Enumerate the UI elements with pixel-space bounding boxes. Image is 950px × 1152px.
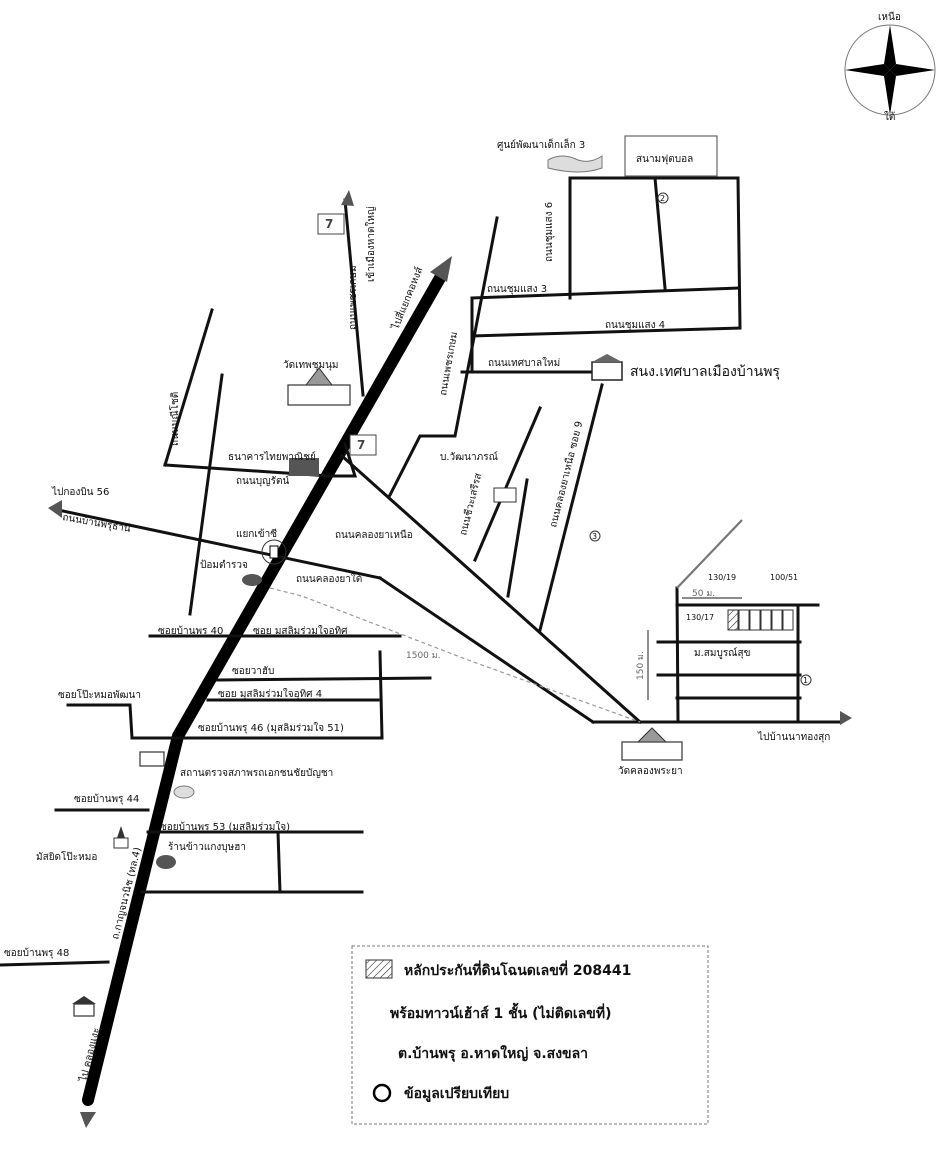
- legend: [351, 945, 709, 1125]
- plot-100-51-label: 100/51: [770, 573, 798, 582]
- police-box-label: ป้อมตำรวจ: [200, 559, 248, 571]
- road-network: [0, 176, 852, 967]
- wattanaphon-label: บ.วัฒนาภรณ์: [440, 451, 498, 463]
- chum-saeng-6-label: ถนนชุมแสง 6: [544, 202, 555, 262]
- legend-line-4: ข้อมูลเปรียบเทียบ: [404, 1086, 509, 1102]
- to-kong-bin-label: ไปกองบิน 56: [51, 486, 109, 498]
- temple-icon: [621, 727, 683, 761]
- comparable-marker: [800, 674, 812, 686]
- legend-line-2: พร้อมทาวน์เฮ้าส์ 1 ชั้น (ไม่ติดเลขที่): [390, 1002, 612, 1022]
- phet-kasem-2-label: ถนนเพชรเกษม: [348, 265, 359, 330]
- svg-text:7: 7: [325, 217, 333, 231]
- soi-ban-phru-40-label: ซอยบ้านพรุ 40: [158, 625, 223, 637]
- to-ban-na-thong-suk-label: ไปบ้านนาทองสุก: [757, 731, 830, 743]
- bank-icon: [289, 458, 319, 476]
- inspection-station-label: สถานตรวจสภาพรถเอกชนชัยบัญชา: [180, 768, 333, 779]
- temple-icon: [287, 367, 351, 406]
- factory-icon: [493, 487, 517, 503]
- khlong-ya-tai-label: ถนนคลองยาใต้: [296, 573, 362, 585]
- bank-label: ธนาคารไทยพาณิชย์: [228, 451, 316, 463]
- distance-50m-label: 50 ม.: [692, 589, 715, 599]
- arrow-north-icon: [430, 256, 452, 282]
- intersection-label: แยกเข้าซี: [236, 528, 277, 540]
- mosque-label: มัสยิดโป๊ะหมอ: [36, 850, 97, 863]
- chum-saeng-3-label: ถนนชุมแสง 3: [487, 284, 547, 295]
- child-center-icon: [547, 155, 603, 173]
- plot-130-19-label: 130/19: [708, 573, 736, 582]
- football-field-label: สนามฟุตบอล: [636, 154, 693, 165]
- phetkasem-road-label: ถนนเพชรเกษม: [438, 331, 460, 396]
- mosque-icon: [113, 826, 129, 849]
- ban-phru-thani-road-label: ถนนบ้านพรุธานี: [61, 511, 131, 535]
- plot-130-17-label: 130/17: [686, 613, 714, 622]
- inspection-station-icon: [139, 751, 165, 767]
- traffic-light-icon: [269, 545, 279, 559]
- marker-3-label: 3: [592, 532, 597, 541]
- soi-muslim-label: ซอย มุสลิมร่วมใจอุทิศ: [253, 625, 348, 637]
- soi-wa-yap-label: ซอยวาฮับ: [232, 666, 274, 677]
- thetsaban-mai-label: ถนนเทศบาลใหม่: [488, 357, 560, 369]
- svg-text:7: 7: [357, 438, 365, 452]
- legend-line-3: ต.บ้านพรุ อ.หาดใหญ่ จ.สงขลา: [398, 1044, 588, 1062]
- khlong-ya-nuea-label: ถนนคลองยาเหนือ: [335, 529, 413, 541]
- convenience-store-icon: 7: [349, 434, 377, 456]
- soi-ban-phru-48-label: ซอยบ้านพรุ 48: [4, 947, 69, 959]
- chum-saeng-4-label: ถนนชุมแสง 4: [605, 320, 665, 331]
- restaurant-icon: [156, 855, 176, 869]
- soi-po-mo-label: ซอยโป๊ะหมอพัฒนา: [58, 688, 141, 701]
- collateral-plots: [727, 609, 794, 631]
- arrow-south-icon: [80, 1112, 96, 1128]
- boonyarat-label: ถนนบุญรัตน์: [236, 475, 289, 487]
- intersection-marker: [261, 539, 287, 565]
- compass-icon: [844, 24, 936, 116]
- wat-khlong-phraya-label: วัดคลองพระยา: [618, 766, 683, 777]
- municipality-building-icon: [591, 354, 623, 381]
- house-icon: [72, 996, 96, 1017]
- marker-1-label: 1: [803, 676, 808, 685]
- lion-statue-icon: [173, 785, 195, 799]
- soi-muslim-4-label: ซอย มุสลิมร่วมใจอุทิศ 4: [218, 688, 322, 700]
- legend-line-1: หลักประกันที่ดินโฉนดเลขที่ 208441: [404, 960, 631, 979]
- distance-guide: [269, 587, 641, 723]
- soi-ban-phru-46-label: ซอยบ้านพรุ 46 (มุสลิมร่วมใจ 51): [198, 722, 344, 734]
- entrance-hatyai-label: เข้าเมืองหาดใหญ่: [365, 207, 377, 282]
- chawa-sirisat-label: ถนนชีวะเสรีรส: [457, 472, 484, 537]
- highway-kanchanawanit: [82, 272, 446, 1106]
- soi-ban-phru-44-label: ซอยบ้านพรุ 44: [74, 793, 139, 805]
- compass-south-label: ใต้: [884, 111, 895, 123]
- comparable-marker: [657, 192, 669, 204]
- collateral-hatch-swatch: [365, 959, 393, 979]
- convenience-store-icon: 7: [317, 213, 345, 235]
- comparable-circle-swatch: [372, 1083, 392, 1103]
- moo-sombun-suk-label: ม.สมบูรณ์สุข: [694, 647, 750, 659]
- distance-150m-label: 150 ม.: [636, 651, 646, 680]
- distance-1500m-label: 1500 ม.: [406, 651, 441, 661]
- compass-north-label: เหนือ: [878, 11, 901, 23]
- wat-thep-chumnum-label: วัดเทพชุมนุม: [283, 360, 339, 371]
- municipality-label: สนง.เทศบาลเมืองบ้านพรุ: [630, 364, 780, 380]
- football-field-box: [624, 135, 718, 177]
- police-box-icon: [242, 574, 262, 586]
- soi-ban-phru-53-label: ซอยบ้านพรุ 53 (มุสลิมร่วมใจ): [160, 821, 290, 833]
- child-center-label: ศูนย์พัฒนาเด็กเล็ก 3: [497, 137, 585, 151]
- mani-chot-label: ถนนมณีโชติ: [168, 392, 181, 446]
- restaurant-label: ร้านข้าวแกงบุษฮา: [168, 841, 246, 853]
- comparable-marker: [589, 530, 601, 542]
- marker-2-label: 2: [660, 194, 665, 203]
